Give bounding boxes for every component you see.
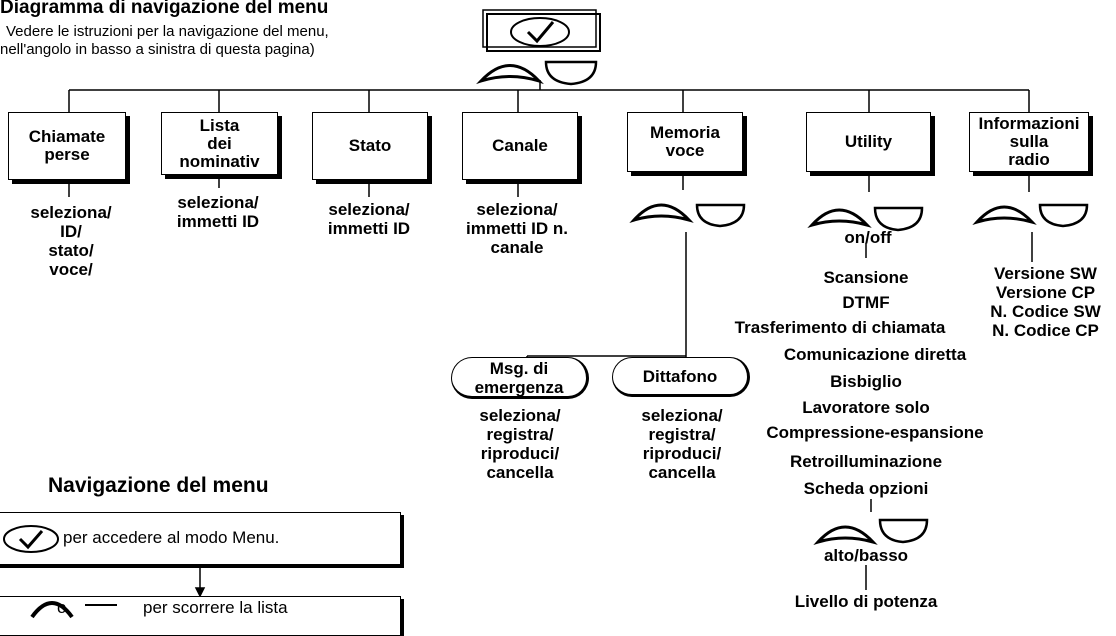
detail-canale: seleziona/ immetti ID n. canale bbox=[465, 200, 568, 257]
detail-informazioni-radio: Versione SW Versione CP N. Codice SW N. … bbox=[990, 264, 1101, 340]
detail-dittafono: seleziona/ registra/ riproduci/ cancella bbox=[641, 406, 723, 482]
menu-box-chiamate-perse: Chiamate perse bbox=[8, 112, 126, 180]
utility-item: Retroilluminazione bbox=[789, 452, 943, 471]
utility-item: Bisbiglio bbox=[830, 372, 902, 391]
detail-utility-onoff: on/off bbox=[844, 228, 892, 247]
menu-box-utility: Utility bbox=[806, 112, 931, 172]
menu-ok-button-icon bbox=[482, 9, 601, 52]
navigation-step-1: per accedere al modo Menu. bbox=[0, 512, 401, 565]
detail-lista-nominativi: seleziona/ immetti ID bbox=[176, 193, 260, 231]
instruction-note-line2: nell'angolo in basso a sinistra di quest… bbox=[0, 41, 315, 58]
navigation-step-2: o per scorrere la lista bbox=[0, 596, 401, 636]
navigation-step-2-connector: o bbox=[57, 598, 67, 617]
navigation-step-2-text: per scorrere la lista bbox=[143, 598, 288, 617]
navigation-title: Navigazione del menu bbox=[48, 474, 269, 497]
detail-msg-emergenza: seleziona/ registra/ riproduci/ cancella bbox=[479, 406, 561, 482]
utility-item: Scansione bbox=[823, 268, 909, 287]
menu-box-canale: Canale bbox=[462, 112, 578, 180]
menu-box-stato: Stato bbox=[312, 112, 428, 180]
submenu-dittafono: Dittafono bbox=[612, 357, 750, 397]
utility-item: DTMF bbox=[842, 293, 890, 312]
utility-item: Trasferimento di chiamata bbox=[734, 318, 946, 337]
detail-stato: seleziona/ immetti ID bbox=[327, 200, 411, 238]
utility-sub-action: alto/basso bbox=[823, 546, 909, 565]
check-key-icon bbox=[3, 525, 59, 553]
utility-item: Comunicazione diretta bbox=[783, 345, 967, 364]
menu-box-lista-nominativi: Lista dei nominativ bbox=[161, 112, 278, 175]
detail-chiamate-perse: seleziona/ ID/ stato/ voce/ bbox=[30, 203, 112, 279]
navigation-step-1-text: per accedere al modo Menu. bbox=[63, 528, 280, 547]
utility-item: Scheda opzioni bbox=[803, 479, 929, 498]
utility-item: Compressione-espansione bbox=[766, 423, 984, 442]
up-down-keys-icon bbox=[476, 60, 598, 86]
utility-item: Lavoratore solo bbox=[802, 398, 930, 417]
submenu-msg-emergenza: Msg. di emergenza bbox=[451, 357, 589, 399]
instruction-note-line1: Vedere le istruzioni per la navigazione … bbox=[6, 23, 329, 40]
menu-box-memoria-voce: Memoria voce bbox=[627, 112, 743, 172]
utility-sub-item: Livello di potenza bbox=[794, 592, 938, 611]
menu-box-informazioni-radio: Informazioni sulla radio bbox=[969, 112, 1089, 172]
diagram-title: Diagramma di navigazione del menu bbox=[0, 0, 329, 18]
diagram-lines bbox=[68, 9, 1089, 598]
